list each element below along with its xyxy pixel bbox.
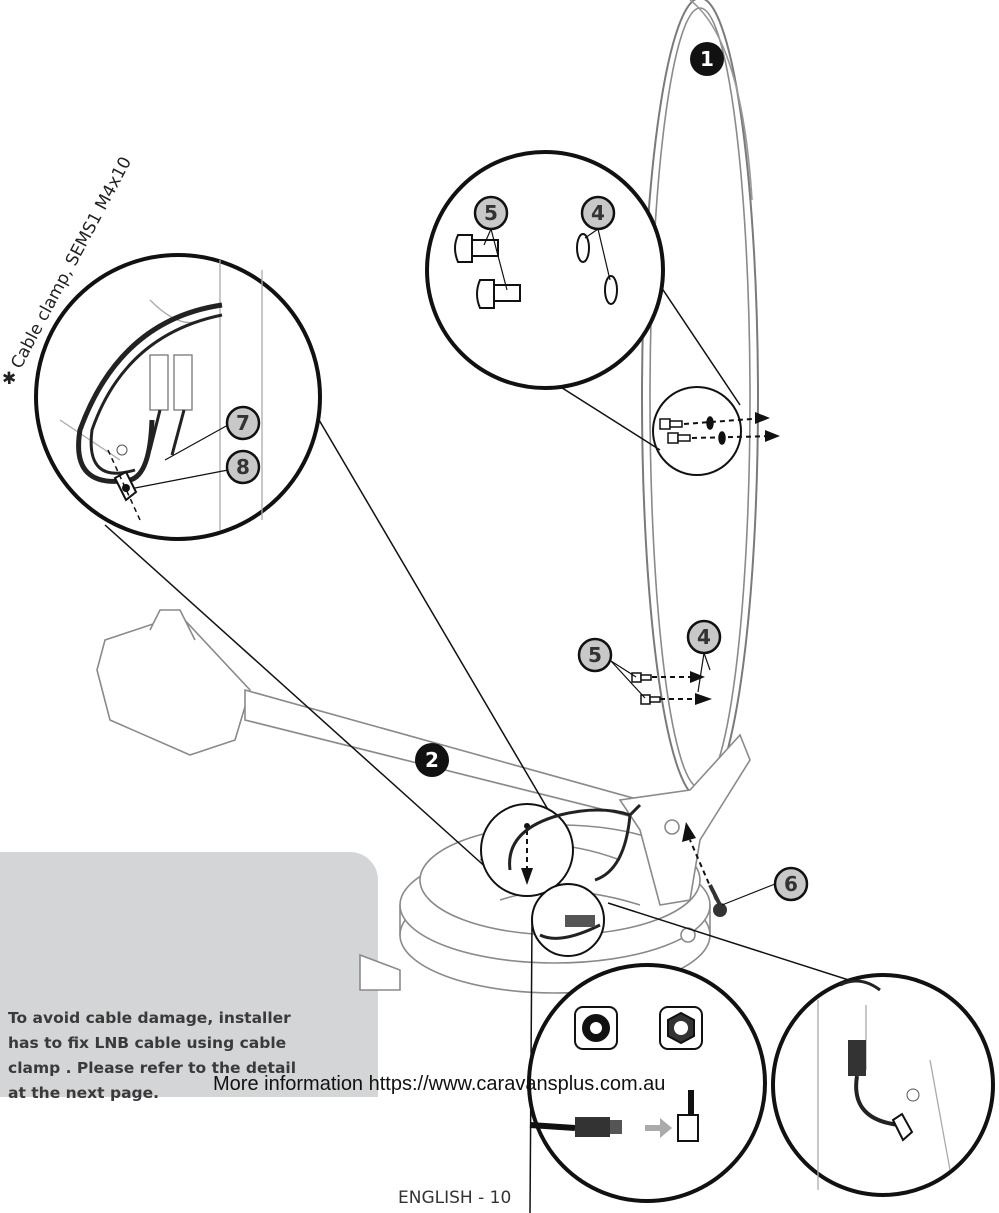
callout-6: 6: [773, 866, 809, 902]
note-line: To avoid cable damage, installer: [8, 1009, 291, 1027]
dish-screws-mid: [631, 671, 712, 705]
svg-text:4: 4: [697, 625, 711, 649]
callout-4-top: 4: [580, 195, 616, 231]
detail-cable-route: [771, 973, 995, 1197]
more-information-link[interactable]: More information https://www.caravansplu…: [213, 1073, 666, 1095]
callout-5-top: 5: [473, 195, 509, 231]
detail-connector: [527, 963, 767, 1203]
callout-1: 1: [690, 42, 724, 76]
callout-2: 2: [415, 743, 449, 777]
note-line: has to fix LNB cable using cable: [8, 1034, 287, 1052]
callout-5-mid: 5: [577, 637, 613, 673]
callout-4-mid: 4: [686, 619, 722, 655]
note-line: clamp . Please refer to the detail: [8, 1059, 297, 1077]
svg-text:5: 5: [484, 201, 498, 225]
installation-note: To avoid cable damage, installer has to …: [8, 1006, 348, 1106]
page-footer: ENGLISH - 10: [398, 1188, 512, 1208]
leader-lines: [483, 228, 776, 906]
svg-text:8: 8: [236, 455, 250, 479]
callout-8: 8: [225, 449, 261, 485]
connector-circle: [529, 883, 881, 1213]
note-box: [0, 852, 378, 1097]
svg-text:5: 5: [588, 643, 602, 667]
svg-text:7: 7: [236, 411, 250, 435]
callout-7: 7: [225, 405, 261, 441]
dish-screws-top: [652, 386, 780, 476]
bolt-6: [682, 822, 727, 917]
svg-text:1: 1: [700, 47, 714, 71]
svg-text:4: 4: [591, 201, 605, 225]
cable-routing-circle: [480, 803, 642, 897]
svg-text:6: 6: [784, 872, 798, 896]
note-line: at the next page.: [8, 1084, 160, 1102]
svg-text:2: 2: [425, 748, 439, 772]
